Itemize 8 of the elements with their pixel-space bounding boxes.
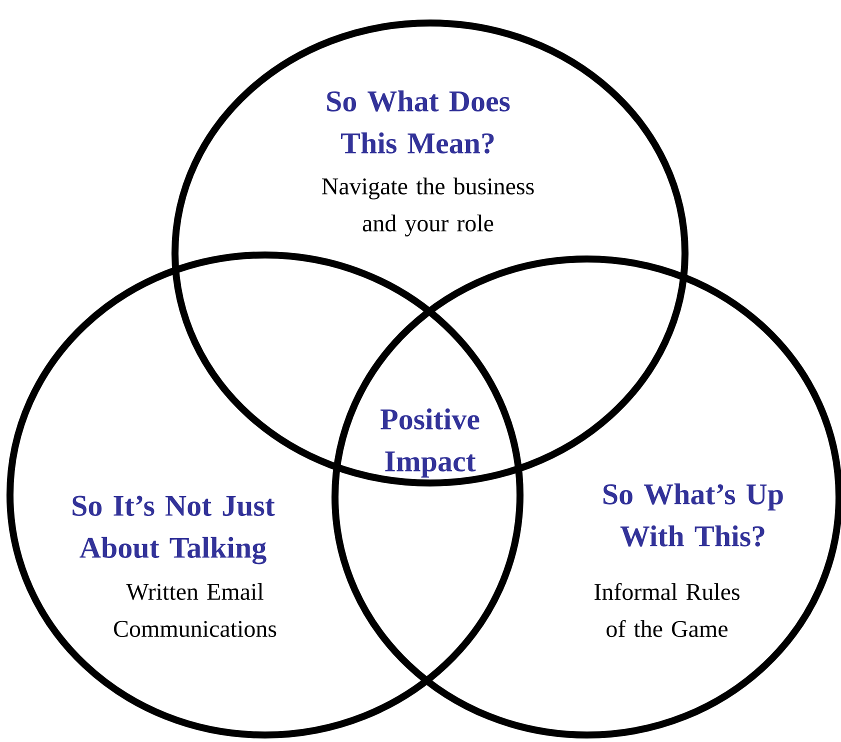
heading: So It’s Not Just About Talking — [72, 496, 275, 564]
body-text: Written Email Communications — [114, 583, 276, 637]
heading: So What’s Up With This? — [603, 483, 783, 547]
body-text: Informal Rules of the Game — [594, 582, 740, 638]
heading: So What Does This Mean? — [327, 90, 510, 154]
center-label: Positive Impact — [380, 408, 480, 478]
body-text: Navigate the business and your role — [322, 178, 534, 236]
circle — [6, 252, 524, 738]
